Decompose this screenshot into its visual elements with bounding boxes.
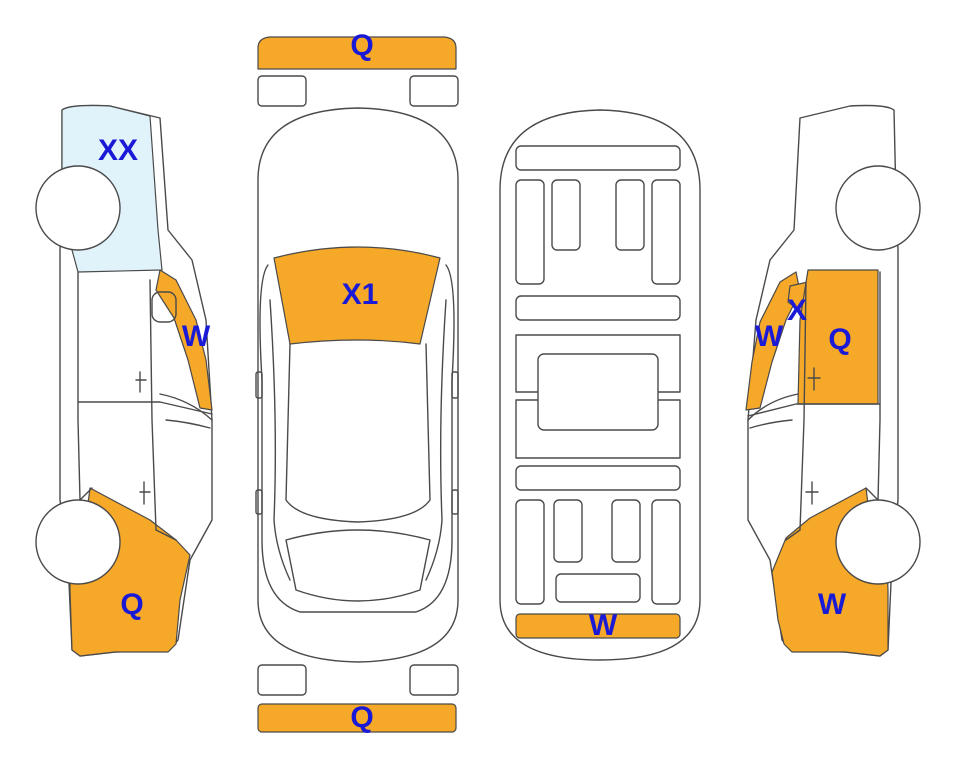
under-tank: [555, 573, 641, 603]
left-body-line-5: [165, 419, 211, 429]
under-rail-fl: [515, 179, 545, 285]
top-roof-outline: [285, 343, 431, 523]
under-rear-panel-damage: [515, 613, 681, 639]
left-front-wheel: [35, 165, 121, 251]
underbody-view: [499, 109, 701, 661]
top-body-outline: [257, 107, 459, 663]
under-center-plate: [537, 353, 659, 431]
left-handle-rear: [139, 481, 151, 505]
top-left-pillar-line: [269, 299, 291, 581]
top-front-bumper-damage: [257, 36, 457, 70]
right-body-line-2: [747, 403, 881, 417]
top-front-left-lamp: [257, 75, 307, 107]
top-rear-window: [285, 529, 431, 602]
left-mirror: [151, 291, 177, 323]
damage-code-labels: XX W Q Q X1 Q W W X Q W: [98, 29, 852, 734]
right-body-line-4: [747, 393, 799, 421]
under-crossmember-rear: [515, 465, 681, 491]
under-rail-rl-inner: [553, 499, 583, 563]
left-door-edge-damage: [155, 269, 213, 411]
left-body-line-1: [77, 271, 93, 501]
top-cabin-outline: [259, 264, 455, 613]
top-rear-right-lamp: [409, 664, 459, 696]
top-left-mirror: [255, 371, 263, 399]
under-rail-rr: [651, 499, 681, 605]
top-right-mirror: [451, 371, 459, 399]
code-right-front-door: Q: [828, 323, 851, 356]
right-rear-wheel: [835, 499, 921, 585]
code-right-rear-quarter: W: [818, 588, 847, 621]
left-body-line-2: [77, 401, 213, 415]
under-rail-fl-inner: [551, 179, 581, 251]
top-windshield-damage: [273, 246, 441, 345]
code-right-pillar: X: [787, 294, 807, 327]
under-rail-fr-inner: [615, 179, 645, 251]
right-body-line-1: [865, 271, 881, 501]
code-top-front-bumper: Q: [350, 29, 373, 62]
code-top-windshield: X1: [342, 278, 379, 311]
right-body-line-5: [749, 419, 793, 429]
left-side-view: [35, 104, 213, 657]
left-body-line-3: [149, 279, 177, 541]
code-left-glass: XX: [98, 134, 138, 167]
right-body-line-3: [785, 281, 807, 541]
top-rear-bumper-damage: [257, 703, 457, 733]
right-handle-front: [807, 367, 821, 391]
right-front-wheel: [835, 165, 921, 251]
top-view: [255, 36, 459, 733]
code-left-rear-quarter: Q: [120, 588, 143, 621]
code-left-door-edge: W: [182, 320, 211, 353]
code-top-rear-bumper: Q: [350, 701, 373, 734]
under-rail-fr: [651, 179, 681, 285]
left-body-line-4: [159, 393, 213, 421]
top-rear-left-lamp: [257, 664, 307, 696]
right-handle-rear: [805, 481, 819, 505]
top-front-right-lamp: [409, 75, 459, 107]
under-rail-rr-inner: [611, 499, 641, 563]
code-right-door-edge: W: [755, 320, 784, 353]
top-left-handle: [255, 489, 263, 515]
under-panel-front: [515, 145, 681, 171]
right-side-view: [745, 104, 921, 657]
left-handle-front: [135, 371, 147, 393]
left-rear-wheel: [35, 499, 121, 585]
top-right-handle: [451, 489, 459, 515]
top-right-pillar-line: [425, 299, 447, 581]
under-crossmember-front: [515, 295, 681, 321]
under-rail-rl: [515, 499, 545, 605]
code-under-rear-panel: W: [589, 609, 618, 642]
